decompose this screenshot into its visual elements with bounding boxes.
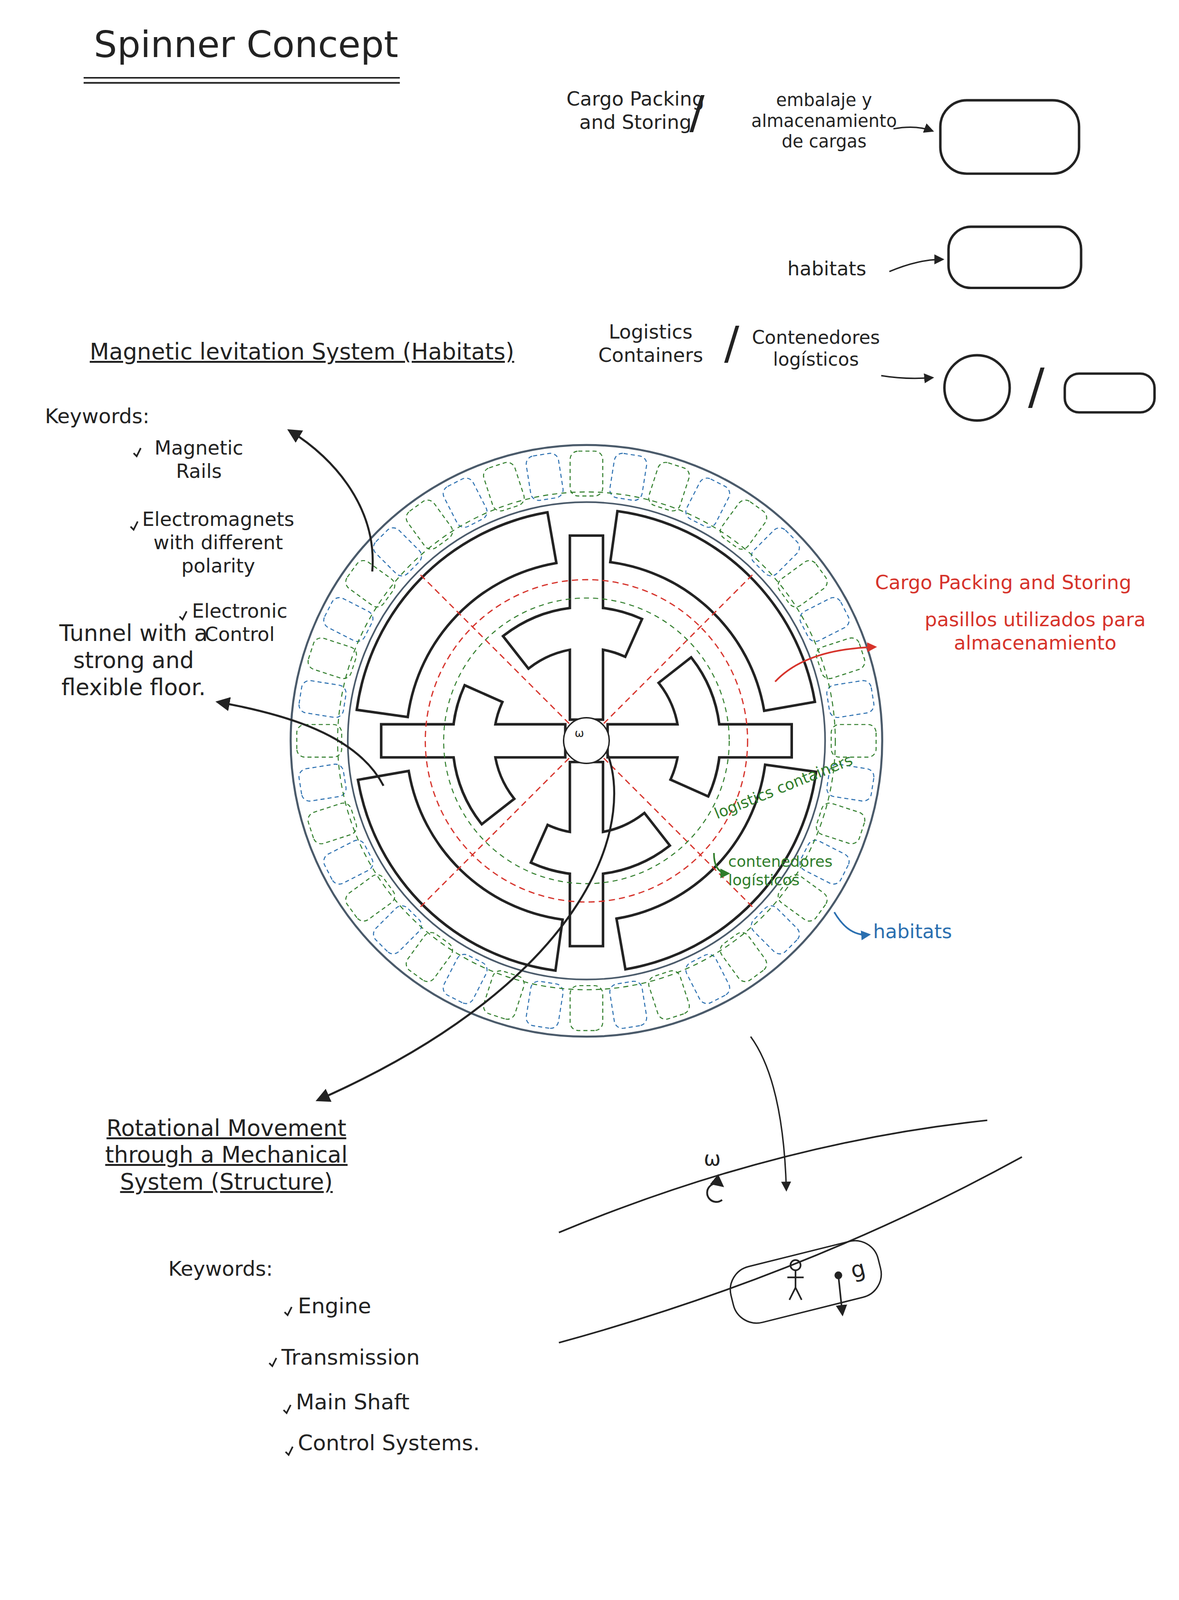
label: / <box>724 316 740 370</box>
red-leader <box>774 647 875 682</box>
label: Keywords: <box>44 404 150 429</box>
label: Main Shaft <box>295 1389 410 1415</box>
label: Rotational Movement through a Mechanical… <box>73 1114 380 1196</box>
label: / <box>689 85 705 140</box>
label: ω <box>703 1146 721 1171</box>
label: Transmission <box>281 1344 420 1371</box>
label: Keywords: <box>168 1256 273 1281</box>
label: Magnetic levitation System (Habitats) <box>89 338 515 366</box>
tunnel-outline <box>357 512 815 969</box>
node-text: ω <box>574 727 585 740</box>
label: / <box>1027 357 1045 416</box>
title: Spinner Concept <box>93 22 399 67</box>
legend-shapes <box>940 100 1155 421</box>
rotation-arrow <box>706 1183 722 1202</box>
label: Engine <box>297 1293 371 1319</box>
label: Tunnel with a strong and flexible floor. <box>57 619 211 701</box>
label: Cargo Packing and Storing <box>875 570 1132 595</box>
label: Electromagnets with different polarity <box>136 507 300 578</box>
label: Cargo Packing and Storing <box>559 87 713 135</box>
legend-leaders <box>881 126 943 378</box>
habitat-cells <box>296 451 877 1031</box>
callout-arrows <box>218 430 787 1190</box>
label: Logistics Containers <box>579 320 723 368</box>
check-marks <box>130 447 293 1455</box>
label: Control Systems. <box>297 1430 480 1456</box>
green-leader <box>714 852 729 874</box>
spinner-drawing <box>290 444 882 1037</box>
label: contenedores logísticos <box>728 852 831 890</box>
inner-ring <box>347 502 826 980</box>
label: Contenedores logísticos <box>749 326 883 371</box>
label: logistics containers <box>711 750 856 823</box>
label: habitats <box>787 257 867 281</box>
tunnel-fill <box>357 512 815 969</box>
node-text: g <box>848 1256 868 1282</box>
habitat-capsule: g <box>724 1234 888 1330</box>
blue-leader <box>834 911 870 935</box>
label: habitats <box>872 919 952 944</box>
label: pasillos utilizados para almacenamiento <box>907 608 1163 655</box>
stick-figure <box>787 1259 843 1315</box>
outer-ring <box>290 444 882 1037</box>
title-underline <box>83 77 400 84</box>
label: embalaje y almacenamiento de cargas <box>742 89 906 153</box>
label: Magnetic Rails <box>142 436 255 484</box>
hub-circle: ω <box>562 716 610 764</box>
structure-lines <box>419 573 754 909</box>
zoom-band <box>559 1120 1023 1343</box>
